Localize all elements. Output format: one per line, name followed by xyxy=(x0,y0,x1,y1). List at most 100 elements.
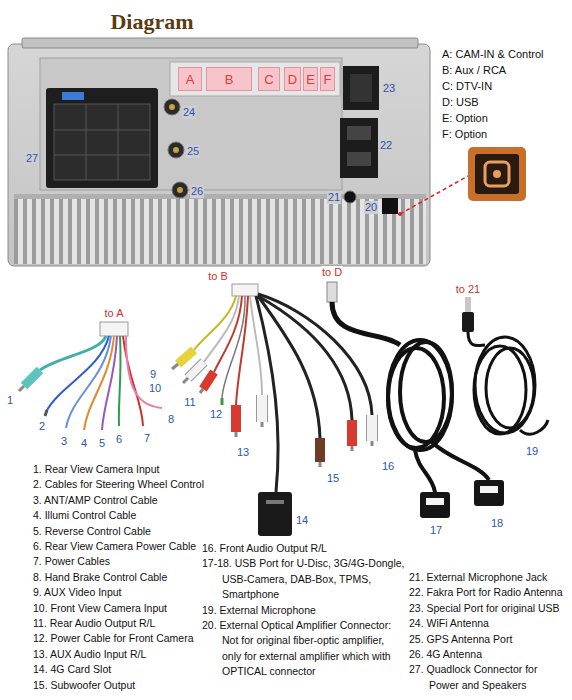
cable-target-label: to 21 xyxy=(455,283,481,296)
harness-b xyxy=(222,296,245,398)
usb-cable xyxy=(474,480,504,506)
harness-b xyxy=(221,398,224,405)
spec-list-item: 21. External Microphone Jack xyxy=(409,570,569,585)
callout-number: 26 xyxy=(190,185,204,198)
microphone-cable xyxy=(468,332,485,346)
callout-number: 10 xyxy=(148,382,162,395)
socket-label: E xyxy=(303,67,318,91)
harness-b xyxy=(315,438,325,462)
harness-a xyxy=(100,322,128,336)
cable-target-label: to A xyxy=(104,307,125,320)
cable-target-label: to B xyxy=(207,270,229,283)
antenna-jack xyxy=(169,104,175,110)
socket-label: B xyxy=(206,67,252,91)
socket-letter: F xyxy=(324,72,332,87)
spec-list-item: 5. Reverse Control Cable xyxy=(33,524,201,539)
callout-number: 12 xyxy=(209,408,223,421)
callout-number: 6 xyxy=(115,433,123,446)
spec-list-item: 14. 4G Card Slot xyxy=(33,662,201,677)
connector-key-text: E: Option xyxy=(442,112,488,125)
callout-number: 27 xyxy=(25,152,39,165)
harness-b xyxy=(261,422,264,427)
spec-list-item: 27. Quadlock Connector for Power and Spe… xyxy=(409,662,569,693)
harness-a xyxy=(45,410,47,416)
microphone-cable xyxy=(474,346,526,434)
port-connector xyxy=(347,152,371,166)
spec-list-item: 17-18. USB Port for U-Disc, 3G/4G-Dongle… xyxy=(202,556,406,602)
port-connector xyxy=(343,66,379,110)
spec-list-item: 11. Rear Audio Output R/L xyxy=(33,616,201,631)
usb-cable xyxy=(432,442,489,480)
spec-list-item: 3. ANT/AMP Control Cable xyxy=(33,493,201,508)
callout-number: 2 xyxy=(38,420,46,433)
port-connector xyxy=(382,198,398,214)
connector-key-text: F: Option xyxy=(442,128,487,141)
optical-icon xyxy=(475,154,519,194)
harness-b xyxy=(188,362,204,378)
harness-a xyxy=(19,386,24,391)
socket-label: A xyxy=(178,67,202,91)
spec-list-item: 10. Front View Camera Input xyxy=(33,601,201,616)
callout-number: 23 xyxy=(382,82,396,95)
socket-letter: A xyxy=(186,72,195,87)
callout-number: 9 xyxy=(149,368,157,381)
spec-list-column: 1. Rear View Camera Input2. Cables for S… xyxy=(33,462,201,693)
harness-b xyxy=(347,420,357,446)
quadlock-connector xyxy=(46,88,158,188)
callout-number: 15 xyxy=(326,472,340,485)
connector-key-text: A: CAM-IN & Control xyxy=(442,48,543,61)
callout-number: 20 xyxy=(364,201,378,214)
harness-b xyxy=(178,350,194,364)
antenna-jack xyxy=(164,99,180,115)
harness-b xyxy=(256,395,268,422)
optical-icon xyxy=(468,147,526,201)
quadlock-connector xyxy=(62,92,84,100)
callout-number: 1 xyxy=(6,394,14,407)
harness-b xyxy=(236,296,248,405)
head-unit xyxy=(40,58,342,190)
spec-list-item: 15. Subwoofer Output xyxy=(33,678,201,693)
spec-list-item: 23. Special Port for original USB xyxy=(409,601,569,616)
optical-pointer xyxy=(400,176,468,214)
callout-number: 16 xyxy=(381,460,395,473)
spec-list-item: 8. Hand Brake Control Cable xyxy=(33,570,201,585)
harness-b xyxy=(351,446,354,451)
spec-list-item: 22. Fakra Port for Radio Antenna xyxy=(409,585,569,600)
spec-list-item: 25. GPS Antenna Port xyxy=(409,632,569,647)
harness-b xyxy=(258,296,352,420)
callout-number: 3 xyxy=(60,435,68,448)
spec-list-item: 13. AUX Audio Input R/L xyxy=(33,647,201,662)
harness-a xyxy=(40,336,106,370)
optical-icon xyxy=(485,162,509,186)
spec-list-item: 20. External Optical Amplifier Connector… xyxy=(202,618,406,680)
socket-label: F xyxy=(320,67,335,91)
harness-a xyxy=(19,322,162,430)
head-unit xyxy=(14,199,426,264)
socket-letter: E xyxy=(306,72,315,87)
callout-number: 21 xyxy=(327,191,341,204)
socket-label: D xyxy=(284,67,301,91)
harness-b xyxy=(257,395,267,422)
spec-list-item: 2. Cables for Steering Wheel Control xyxy=(33,477,201,492)
harness-a xyxy=(119,336,121,426)
harness-b xyxy=(266,500,284,504)
harness-b xyxy=(204,296,239,362)
spec-list-item: 4. Illumi Control Cable xyxy=(33,508,201,523)
harness-b xyxy=(214,296,242,372)
callout-number: 7 xyxy=(143,432,151,445)
harness-b xyxy=(367,415,377,441)
port-connector xyxy=(340,118,378,178)
antenna-jack xyxy=(168,142,184,158)
microphone-cable xyxy=(465,297,471,312)
harness-a xyxy=(24,370,40,386)
quadlock-connector xyxy=(54,104,150,180)
harness-a xyxy=(126,336,162,408)
microphone-cable xyxy=(520,420,548,434)
spec-list-item: 9. AUX Video Input xyxy=(33,585,201,600)
callout-number: 11 xyxy=(183,396,196,409)
spec-list-item: 16. Front Audio Output R/L xyxy=(202,541,406,556)
harness-b xyxy=(231,405,241,432)
spec-list-item: 6. Rear View Camera Power Cable xyxy=(33,539,201,554)
callout-number: 4 xyxy=(80,437,88,450)
